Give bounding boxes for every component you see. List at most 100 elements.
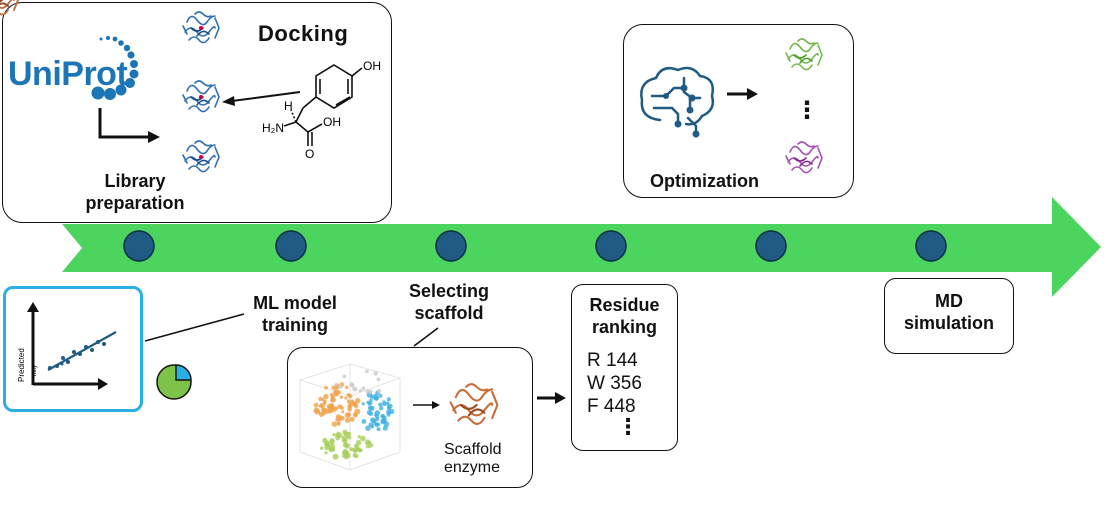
cluster-point <box>335 414 342 420</box>
uniprot-logo: UniProt <box>8 55 128 93</box>
molecule-o-label: O <box>305 147 314 161</box>
library-caption: Library preparation <box>70 171 200 215</box>
md-simulation-caption: MD simulation <box>884 291 1014 335</box>
residue-list: R 144 W 356 F 448 <box>587 350 642 418</box>
cluster-point <box>378 402 383 407</box>
cluster-point <box>368 401 373 406</box>
optimization-panel <box>623 24 854 198</box>
cluster-point <box>360 435 366 442</box>
ml-y-axis-label: Predicted <box>17 348 26 382</box>
cluster-point <box>340 406 344 410</box>
scaffold-enzyme-label: Scaffold enzyme <box>444 441 502 478</box>
ml-plot-frame <box>3 286 143 412</box>
cluster-point <box>347 435 352 440</box>
cluster-point <box>345 385 349 390</box>
molecule-h-label: H <box>284 99 293 113</box>
residue-item: R 144 <box>587 350 638 371</box>
library-caption-line2: preparation <box>85 192 185 213</box>
cluster-point <box>329 439 335 445</box>
optimization-arrow <box>727 88 758 100</box>
cluster-point <box>375 416 380 422</box>
cluster-point <box>377 422 381 426</box>
cluster-point <box>361 419 367 424</box>
residue-item: F 448 <box>587 395 636 417</box>
cluster-point <box>361 402 365 406</box>
cluster-point <box>343 436 348 441</box>
cluster-point <box>318 396 323 402</box>
cluster-point <box>358 448 362 452</box>
cluster-point <box>347 403 353 408</box>
timeline-arrow-body <box>62 197 1101 297</box>
timeline-node <box>275 230 307 262</box>
cluster-point <box>341 435 345 439</box>
cluster-point <box>371 418 377 424</box>
cluster-point <box>370 424 375 429</box>
cluster-point <box>346 399 352 404</box>
ml-caption-line2: training <box>262 314 328 335</box>
cluster-point <box>389 408 395 415</box>
cluster-point <box>352 448 358 454</box>
cluster-point <box>338 384 343 389</box>
cluster-point <box>324 385 328 390</box>
cluster-point <box>353 413 358 418</box>
cluster-point <box>373 371 378 376</box>
residue-ranking-title: Residue ranking <box>576 295 673 339</box>
scaffold-arrow <box>413 401 440 409</box>
cluster-point <box>324 451 328 455</box>
cluster-point <box>367 405 373 411</box>
molecule-nh2-label: H₂N <box>262 121 284 135</box>
timeline-node <box>595 230 627 262</box>
cluster-point <box>350 383 355 388</box>
library-elbow-arrow <box>98 108 160 143</box>
cluster-point <box>313 402 319 408</box>
cluster-point <box>380 418 387 425</box>
cluster-point <box>327 408 333 414</box>
cluster-point <box>322 437 328 443</box>
scaffold-connector <box>413 327 439 347</box>
scaffold-enzyme-line2: enzyme <box>444 459 501 477</box>
cluster-point <box>357 435 361 439</box>
timeline-node <box>915 230 947 262</box>
cluster-point <box>339 395 344 399</box>
cluster-point <box>352 386 358 392</box>
cluster-point <box>353 402 357 406</box>
cluster-point <box>349 416 355 422</box>
scaffold-caption: Selecting scaffold <box>394 281 504 325</box>
timeline-node <box>435 230 467 262</box>
cluster-point <box>333 406 339 411</box>
cluster-point <box>369 398 373 402</box>
residue-title-line2: ranking <box>591 316 657 337</box>
cluster-point <box>367 440 371 445</box>
ligand-molecule: OH H₂N OH H O <box>262 59 381 161</box>
cluster-point <box>321 410 327 416</box>
cluster-point <box>332 433 336 437</box>
residue-item: W 356 <box>587 372 642 394</box>
docking-title: Docking <box>258 21 349 46</box>
cluster-point <box>315 409 321 415</box>
docking-arrow <box>222 91 301 106</box>
cluster-point <box>332 453 339 460</box>
cluster-point <box>382 402 387 407</box>
library-caption-line1: Library <box>104 171 166 191</box>
md-caption-line1: MD <box>935 291 963 311</box>
cluster-point <box>323 401 327 405</box>
cluster-point <box>379 406 384 411</box>
timeline-node <box>123 230 155 262</box>
cluster-point <box>386 397 391 402</box>
cluster-point <box>348 393 353 399</box>
cluster-point <box>382 415 387 420</box>
molecule-cooh-label: OH <box>323 115 341 129</box>
cluster-plot <box>299 363 401 471</box>
cluster-point <box>347 407 353 412</box>
residue-more-dots: ⋮ <box>617 414 639 439</box>
cluster-point <box>319 446 324 450</box>
optimization-caption: Optimization <box>650 171 759 191</box>
cluster-point <box>335 433 339 437</box>
cluster-point <box>365 389 371 394</box>
cluster-point <box>355 439 362 446</box>
cluster-point <box>354 408 361 415</box>
pie-chart-icon <box>156 364 192 400</box>
cluster-point <box>336 422 341 426</box>
cluster-point <box>358 388 363 393</box>
